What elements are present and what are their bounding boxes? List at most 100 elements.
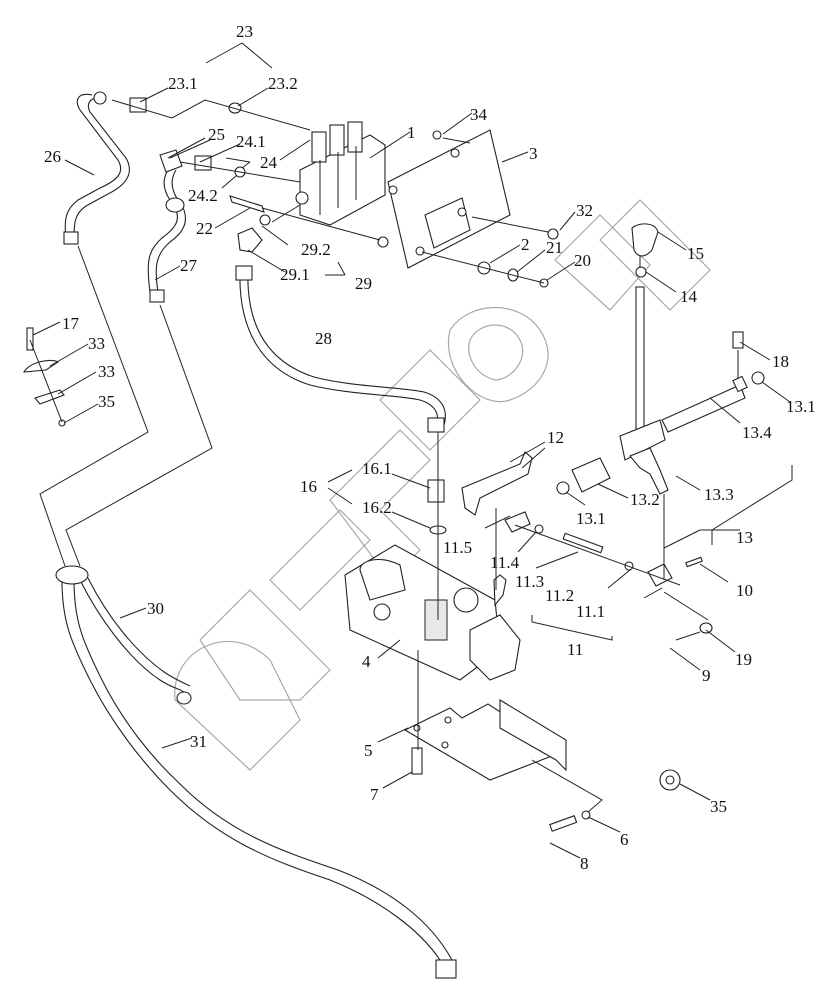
- hose-28: [235, 227, 446, 433]
- watermark: [174, 199, 711, 771]
- hose-28-end-nut: [427, 417, 445, 433]
- lever-hub: [619, 419, 666, 461]
- label-22: 22: [196, 219, 213, 238]
- hose-30-end-nut: [176, 691, 192, 705]
- label-12: 12: [547, 428, 564, 447]
- bracket-12: [461, 451, 533, 516]
- shaft-13-4: [661, 384, 746, 433]
- label-11-3: 11.3: [515, 572, 544, 591]
- elbow-29-1: [237, 227, 263, 253]
- label-13-3: 13.3: [704, 485, 734, 504]
- linkage-11: [504, 511, 713, 634]
- shaft-tab: [732, 375, 748, 393]
- bolt-18: [732, 331, 744, 349]
- leader-lines: [29, 42, 793, 859]
- part-labels: 23 23.1 23.2 34 1 25 24.1 3 26 24 24.2 3…: [44, 22, 816, 873]
- lever-rod: [635, 286, 645, 438]
- label-10: 10: [736, 581, 753, 600]
- label-30: 30: [147, 599, 164, 618]
- label-29: 29: [355, 274, 372, 293]
- plate-3: [387, 129, 511, 269]
- label-15: 15: [687, 244, 704, 263]
- fitting-16-1: [427, 479, 445, 503]
- ring-13-1-b: [751, 371, 765, 385]
- distributor-1: [295, 121, 386, 226]
- label-23: 23: [236, 22, 253, 41]
- oring-29-2: [259, 214, 271, 226]
- label-26: 26: [44, 147, 61, 166]
- label-28: 28: [315, 329, 332, 348]
- bushing-13-2: [571, 457, 611, 493]
- label-3: 3: [529, 144, 538, 163]
- label-9: 9: [702, 666, 711, 685]
- hose-30-31: [55, 565, 457, 979]
- hose-26-nut: [93, 91, 107, 105]
- label-16-2: 16.2: [362, 498, 392, 517]
- hose-30-nut: [55, 565, 89, 585]
- label-24-1: 24.1: [236, 132, 266, 151]
- valve-body-4: [344, 544, 521, 681]
- washer-near-22: [377, 236, 389, 248]
- label-24: 24: [260, 153, 278, 172]
- label-11: 11: [567, 640, 583, 659]
- label-19: 19: [735, 650, 752, 669]
- label-11-1: 11.1: [576, 602, 605, 621]
- fork-11-1: [647, 563, 673, 587]
- hose-26: [63, 91, 130, 245]
- hose-28-nut: [235, 265, 253, 281]
- label-11-4: 11.4: [490, 553, 520, 572]
- label-24-2: 24.2: [188, 186, 218, 205]
- rod-11-3: [562, 532, 604, 554]
- fork-11-5: [504, 511, 531, 533]
- label-25: 25: [208, 125, 225, 144]
- screw-8: [549, 815, 578, 832]
- bolt-7: [411, 747, 423, 775]
- label-32: 32: [576, 201, 593, 220]
- label-5: 5: [364, 741, 373, 760]
- label-31: 31: [190, 732, 207, 751]
- nut-35-hole: [665, 775, 675, 785]
- label-29-2: 29.2: [301, 240, 331, 259]
- label-13-1-b: 13.1: [576, 509, 606, 528]
- clamp-assembly: [22, 327, 66, 427]
- knob-15: [631, 223, 659, 257]
- label-23-1: 23.1: [168, 74, 198, 93]
- lever-assembly: [556, 223, 765, 495]
- hose-31-end-nut: [435, 959, 457, 979]
- label-18: 18: [772, 352, 789, 371]
- label-16-1: 16.1: [362, 459, 392, 478]
- label-34: 34: [470, 105, 488, 124]
- label-2: 2: [521, 235, 530, 254]
- label-23-2: 23.2: [268, 74, 298, 93]
- label-21: 21: [546, 238, 563, 257]
- label-13: 13: [736, 528, 753, 547]
- label-27: 27: [180, 256, 198, 275]
- label-35-b: 35: [710, 797, 727, 816]
- oring-23-2: [228, 102, 242, 114]
- bracket-5: [403, 699, 567, 781]
- ring-13-1: [556, 481, 570, 495]
- label-8: 8: [580, 854, 589, 873]
- label-14: 14: [680, 287, 698, 306]
- washer-19: [699, 622, 713, 634]
- label-4: 4: [362, 652, 371, 671]
- arm-13-3: [629, 447, 669, 495]
- label-11-5: 11.5: [443, 538, 472, 557]
- hose-27-fitting: [149, 289, 165, 303]
- label-33-a: 33: [88, 334, 105, 353]
- nut-14: [635, 266, 647, 278]
- label-29-1: 29.1: [280, 265, 310, 284]
- bolt-34: [432, 130, 442, 140]
- label-17: 17: [62, 314, 80, 333]
- hose-26-fitting: [63, 231, 79, 245]
- elbow-25: [159, 149, 183, 173]
- bolt-32: [547, 228, 559, 240]
- label-13-1-a: 13.1: [786, 397, 816, 416]
- label-7: 7: [370, 785, 379, 804]
- label-35-a: 35: [98, 392, 115, 411]
- label-13-4: 13.4: [742, 423, 772, 442]
- label-20: 20: [574, 251, 591, 270]
- label-16: 16: [300, 477, 317, 496]
- bolt-22: [229, 195, 265, 213]
